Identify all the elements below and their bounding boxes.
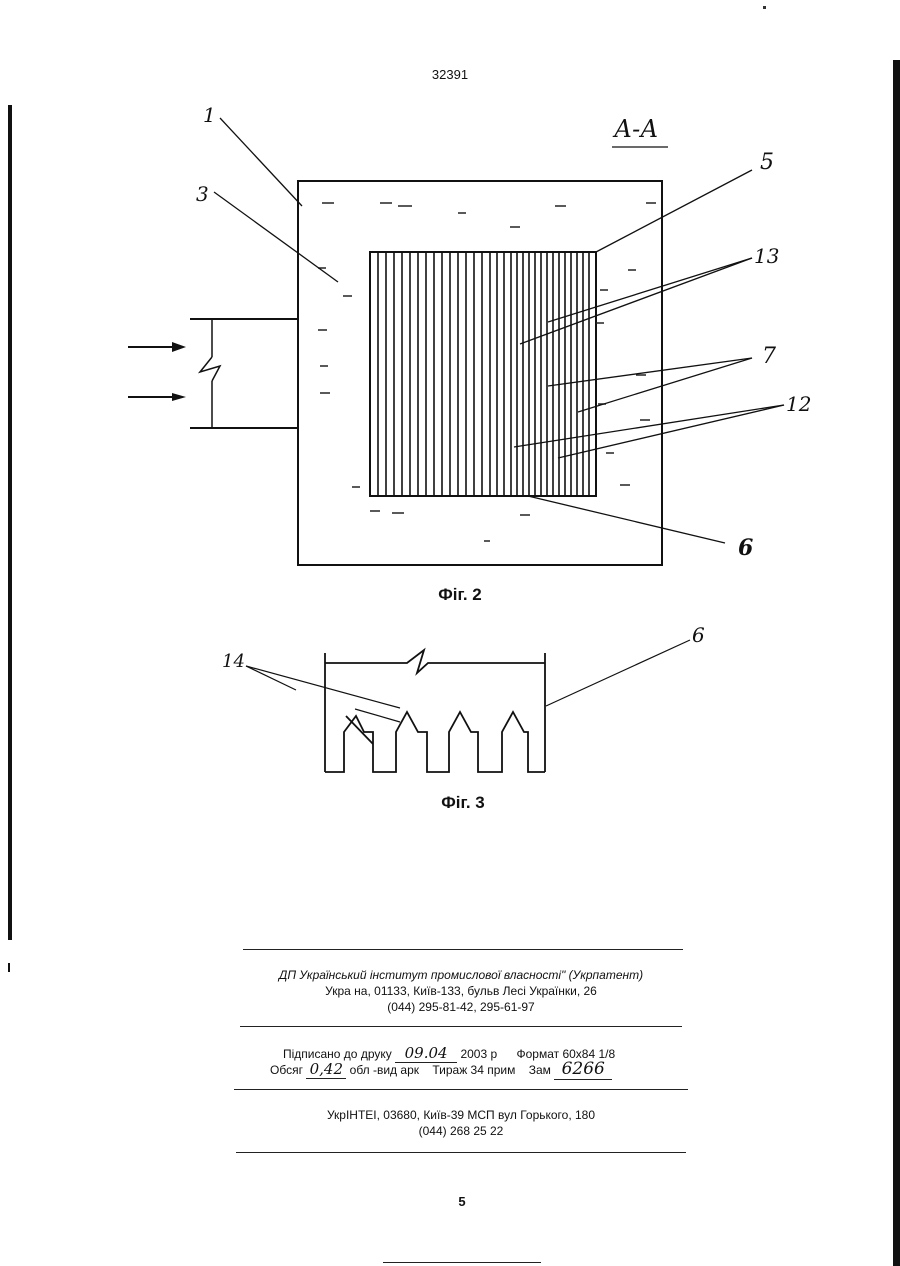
callout-13: 13 <box>754 244 779 268</box>
figure-3-caption: Фіг. 3 <box>403 793 523 813</box>
divider <box>234 1089 688 1090</box>
callout-7: 7 <box>762 344 776 369</box>
callout-3: 3 <box>196 182 209 206</box>
callout-6: 6 <box>738 535 753 561</box>
figure-2-drawing <box>0 0 900 600</box>
printer-line-1: УкрІНТЕІ, 03680, Київ-39 МСП вул Горьког… <box>236 1107 686 1123</box>
order-label: Зам <box>529 1063 551 1077</box>
order-value: 6266 <box>554 1059 612 1080</box>
tooth-profile <box>325 712 545 772</box>
volume-value: 0,42 <box>306 1060 346 1079</box>
figure-3-drawing <box>0 600 900 800</box>
callout-6-fig3: 6 <box>692 623 705 647</box>
publisher-line-2: Укра на, 01133, Київ-133, бульв Лесі Укр… <box>236 983 686 999</box>
divider <box>240 1026 682 1027</box>
page-number: 5 <box>412 1194 512 1209</box>
callout-14: 14 <box>222 651 245 672</box>
section-label: А-А <box>614 115 658 143</box>
publisher-line-3: (044) 295-81-42, 295-61-97 <box>236 999 686 1015</box>
print-run: Тираж 34 прим <box>432 1063 515 1077</box>
volume-unit: обл -вид арк <box>350 1063 419 1077</box>
divider <box>236 1152 686 1153</box>
volume-label: Обсяг <box>270 1063 303 1077</box>
divider <box>243 949 683 950</box>
scan-speck <box>8 963 10 972</box>
leader-lines-fig3 <box>246 640 690 722</box>
volume-line: Обсяг 0,42 обл -вид арк Тираж 34 прим За… <box>270 1059 612 1080</box>
housing-outline <box>298 181 662 565</box>
publisher-line-1: ДП Український інститут промислової влас… <box>236 967 686 983</box>
liquid-marks <box>318 203 656 541</box>
footer-rule <box>383 1262 541 1263</box>
filter-plates <box>378 252 589 496</box>
callout-5: 5 <box>760 150 774 175</box>
callout-12: 12 <box>786 392 811 416</box>
printer-line-2: (044) 268 25 22 <box>236 1123 686 1139</box>
callout-1: 1 <box>203 103 216 127</box>
filter-block <box>370 252 596 496</box>
